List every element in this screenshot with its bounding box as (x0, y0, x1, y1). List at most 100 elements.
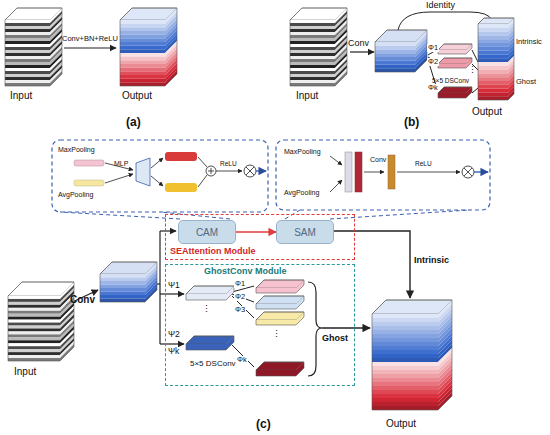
stack-layer (290, 59, 335, 62)
stack-layer (372, 382, 438, 386)
output-feature-stack (478, 18, 514, 100)
stack-layer (478, 43, 508, 47)
ghost-slice (256, 312, 304, 325)
stack-layer (372, 406, 438, 410)
stack-layer (290, 35, 335, 38)
stack-layer (372, 362, 438, 366)
stack-layer (375, 46, 415, 50)
label-text: Conv (348, 39, 369, 49)
stack-layer (5, 56, 50, 59)
input-feature-stack (8, 282, 74, 361)
stack-layer (8, 323, 60, 326)
stack-layer (478, 24, 508, 28)
stack-layer (8, 343, 60, 346)
stack-layer (372, 358, 438, 362)
label-text: MaxPooling (284, 148, 321, 156)
flow-arrow (236, 231, 276, 232)
stack-layer (372, 394, 438, 398)
label-text: ReLU (415, 160, 432, 167)
stack-layer (478, 32, 508, 36)
label-text: ⋮ (468, 66, 477, 76)
stack-layer (120, 57, 165, 61)
stack-layer (375, 61, 415, 65)
node-label: CAM (196, 227, 218, 238)
stack-layer (372, 346, 438, 350)
label-text: Output (122, 90, 152, 101)
stack-layer (372, 338, 438, 342)
stack-layer (5, 71, 50, 74)
stack-layer (120, 60, 165, 64)
stack-outline (290, 8, 347, 86)
stack-layer (290, 32, 335, 35)
stack-layer (438, 93, 466, 98)
stack-layer (290, 23, 335, 26)
stack-layer (5, 53, 50, 56)
stack-layer (290, 56, 335, 59)
label-text: Input (10, 90, 32, 101)
stack-layer (290, 29, 335, 32)
node-label: SEAttention Module (170, 247, 256, 257)
ghost-slice (256, 362, 304, 376)
stack-layer (120, 75, 165, 79)
stack-layer (290, 80, 335, 83)
ghost-slice (256, 280, 304, 293)
stack-layer (478, 77, 508, 81)
ghost-slice (256, 296, 304, 309)
stack-layer (438, 50, 466, 54)
stack-layer (8, 302, 60, 305)
stack-layer (100, 299, 145, 303)
stack-layer (372, 402, 438, 406)
attention-box: SAM (276, 220, 334, 244)
stack-outline (375, 30, 427, 72)
stack-layer (290, 44, 335, 47)
label-text: Conv (370, 156, 386, 164)
stack-outline (372, 300, 452, 410)
input-feature-stack (5, 8, 62, 86)
label-text: 5×5 DSConv (190, 360, 236, 369)
stack-layer (5, 32, 50, 35)
module-box: SEAttention Module CAM SAM (165, 214, 355, 260)
label-text: ReLU (220, 160, 237, 167)
stack-layer (5, 59, 50, 62)
stack-layer (372, 350, 438, 354)
stack-layer (290, 20, 335, 23)
stack-layer (5, 68, 50, 71)
stack-layer (290, 62, 335, 65)
stack-layer (5, 44, 50, 47)
stack-layer (438, 64, 466, 68)
conv-feature-stack (100, 262, 157, 302)
stack-outline (256, 280, 304, 293)
label-text: Input (296, 90, 318, 101)
stack-layer (120, 24, 165, 28)
node-label: SAM (294, 227, 316, 238)
stack-layer (120, 46, 165, 50)
stack-outline (186, 336, 234, 350)
stack-layer (375, 53, 415, 57)
stack-outline (256, 362, 304, 376)
stack-layer (8, 296, 60, 299)
stack-layer (8, 349, 60, 352)
stack-layer (375, 65, 415, 69)
stack-layer (5, 38, 50, 41)
stack-outline (120, 8, 177, 86)
stack-layer (372, 370, 438, 374)
stack-layer (438, 392, 452, 410)
stack-layer (100, 292, 145, 296)
stack-layer (60, 341, 74, 358)
label-text: Ghost (516, 78, 536, 86)
stack-layer (290, 83, 335, 86)
stack-layer (478, 89, 508, 93)
stack-layer (478, 85, 508, 89)
stack-layer (120, 35, 165, 39)
stack-layer (372, 386, 438, 390)
label-text: Φ1 (234, 280, 246, 288)
stack-layer (8, 305, 60, 308)
stack-layer (5, 29, 50, 32)
stack-outline (438, 44, 472, 54)
stack-outline (100, 262, 157, 302)
stack-layer (8, 314, 60, 317)
stack-layer (120, 68, 165, 72)
stack-layer (372, 322, 438, 326)
